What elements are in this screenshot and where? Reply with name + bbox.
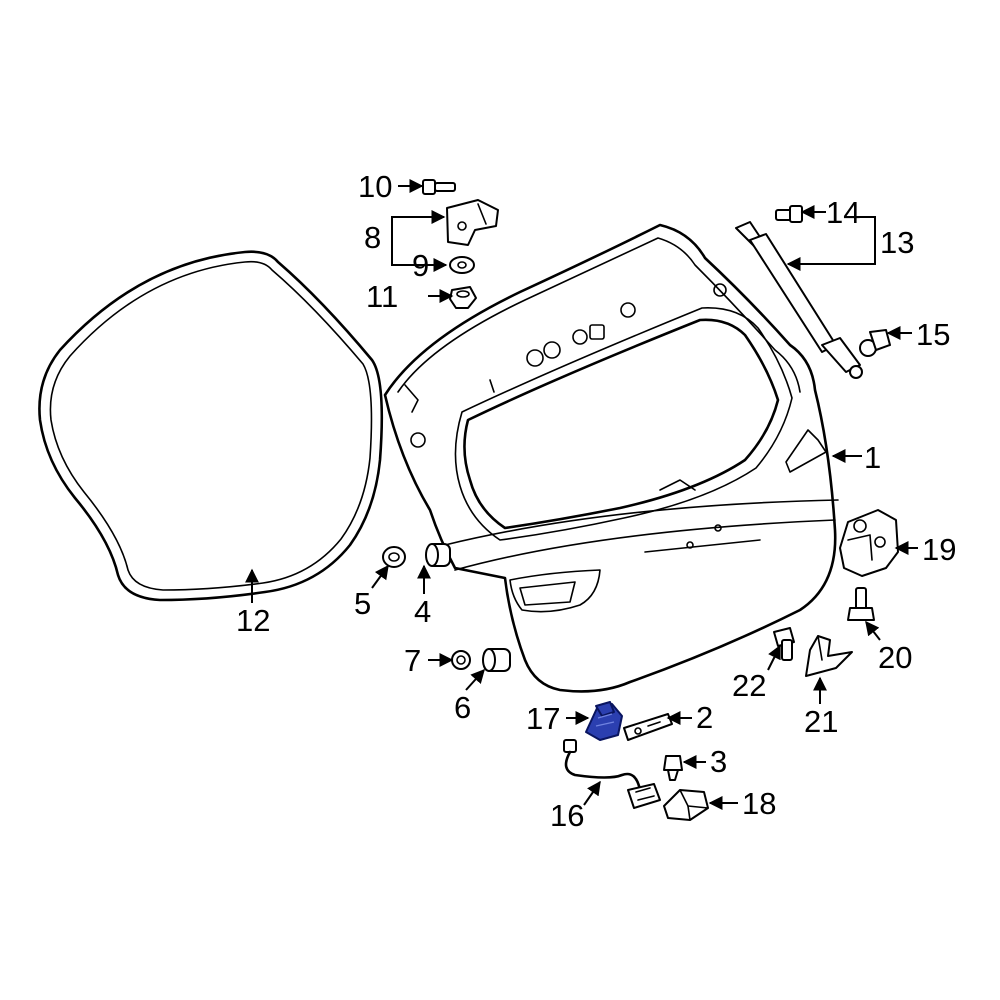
lift-support-strut bbox=[735, 221, 863, 379]
liftgate-release-switch bbox=[585, 701, 623, 741]
callout-2: 2 bbox=[696, 700, 713, 735]
harness-connector bbox=[663, 789, 709, 821]
switch-bezel bbox=[623, 713, 673, 741]
latch-bolt bbox=[847, 587, 875, 621]
callout-11: 11 bbox=[366, 279, 398, 314]
callout-20: 20 bbox=[878, 640, 912, 675]
callout-4: 4 bbox=[414, 594, 431, 629]
liftgate-hinge bbox=[446, 199, 499, 246]
callout-22: 22 bbox=[732, 668, 766, 703]
hinge-nut bbox=[449, 286, 477, 309]
callout-8: 8 bbox=[364, 220, 381, 255]
callout-1: 1 bbox=[864, 440, 881, 475]
strut-bolt bbox=[775, 205, 803, 223]
callout-12: 12 bbox=[236, 603, 270, 638]
wiring-harness bbox=[563, 739, 661, 809]
callout-10: 10 bbox=[358, 169, 392, 204]
callout-3: 3 bbox=[710, 744, 727, 779]
callout-5: 5 bbox=[354, 586, 371, 621]
callout-18: 18 bbox=[742, 786, 776, 821]
hinge-bolt bbox=[422, 179, 456, 195]
leader-lines bbox=[245, 179, 918, 810]
callout-13: 13 bbox=[880, 225, 914, 260]
callout-15: 15 bbox=[916, 317, 950, 352]
lower-bumper-washer bbox=[451, 650, 471, 670]
striker-bolt bbox=[773, 627, 795, 661]
retaining-clip bbox=[663, 755, 683, 781]
callout-16: 16 bbox=[550, 798, 584, 833]
callout-17: 17 bbox=[526, 701, 560, 736]
callout-19: 19 bbox=[922, 532, 956, 567]
bumper-washer bbox=[382, 546, 406, 568]
callout-9: 9 bbox=[412, 248, 429, 283]
strut-ball-stud bbox=[859, 329, 891, 357]
lower-liftgate-bumper bbox=[482, 648, 511, 672]
callout-labels: 1 2 3 4 5 6 7 8 9 10 11 12 13 14 15 16 1… bbox=[236, 169, 956, 833]
callout-6: 6 bbox=[454, 690, 471, 725]
liftgate-panel bbox=[383, 223, 839, 693]
callout-7: 7 bbox=[404, 643, 421, 678]
liftgate-bumper bbox=[425, 543, 451, 567]
weatherstrip-seal bbox=[38, 250, 384, 602]
callout-21: 21 bbox=[804, 704, 838, 739]
hinge-washer bbox=[449, 256, 475, 274]
liftgate-striker bbox=[805, 635, 853, 677]
callout-14: 14 bbox=[826, 195, 860, 230]
liftgate-latch bbox=[839, 509, 899, 577]
